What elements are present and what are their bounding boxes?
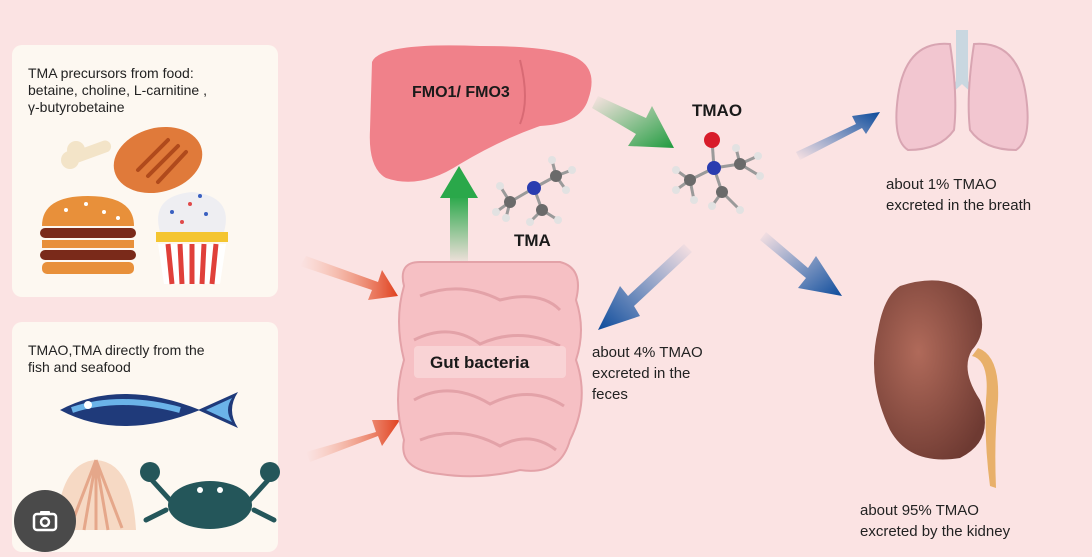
gut-to-liver-arrow [440,166,478,266]
breath-line-2: excreted in the breath [886,197,1032,214]
kidney-icon [874,280,999,488]
tmao-molecule-icon [672,132,764,214]
chicken-leg-icon [61,126,203,194]
seafood-sources-text: TMAO,TMA directly from the fish and seaf… [28,342,205,376]
feces-line-3: feces [592,386,628,403]
tmao-label: TMAO [692,101,743,120]
breath-excretion-label: about 1% TMAO excreted in the breath [886,174,1031,216]
shell-icon [56,459,136,531]
feces-excretion-label: about 4% TMAO excreted in the feces [592,342,703,405]
gut-bacteria-label: Gut bacteria [430,353,530,372]
burger-icon [40,196,136,274]
food-line-2: betaine, choline, L-carnitine , [28,82,207,98]
tmao-to-kidney-arrow [760,232,842,296]
kidney-excretion-label: about 95% TMAO excreted by the kidney [860,500,1010,542]
camera-lens-icon [32,511,58,532]
seafood-to-gut-arrow [306,420,400,462]
food-line-1: TMA precursors from food: [28,65,194,81]
fish-icon [60,392,238,428]
food-sources-text: TMA precursors from food: betaine, choli… [28,65,207,116]
feces-line-1: about 4% TMAO [592,344,703,361]
tma-label: TMA [514,231,551,250]
kidney-line-2: excreted by the kidney [860,523,1011,540]
intestine-icon [397,261,583,478]
liver-to-tmao-arrow [592,96,674,148]
feces-line-2: excreted in the [592,365,691,382]
seafood-line-2: fish and seafood [28,359,131,375]
food-line-3: γ-butyrobetaine [28,99,125,115]
crab-icon [140,462,280,529]
seafood-line-1: TMAO,TMA directly from the [28,342,205,358]
tmao-to-breath-arrow [796,112,880,160]
camera-lens-button[interactable] [14,490,76,552]
liver-enzyme-label: FMO1/ FMO3 [412,84,510,101]
cupcake-icon [156,192,228,285]
tmao-to-feces-arrow [598,244,692,330]
lungs-icon [895,30,1029,152]
breath-line-1: about 1% TMAO [886,176,997,193]
kidney-line-1: about 95% TMAO [860,502,979,519]
tma-molecule-icon [492,156,576,226]
liver-icon [369,45,592,182]
food-to-gut-arrow [300,256,398,300]
